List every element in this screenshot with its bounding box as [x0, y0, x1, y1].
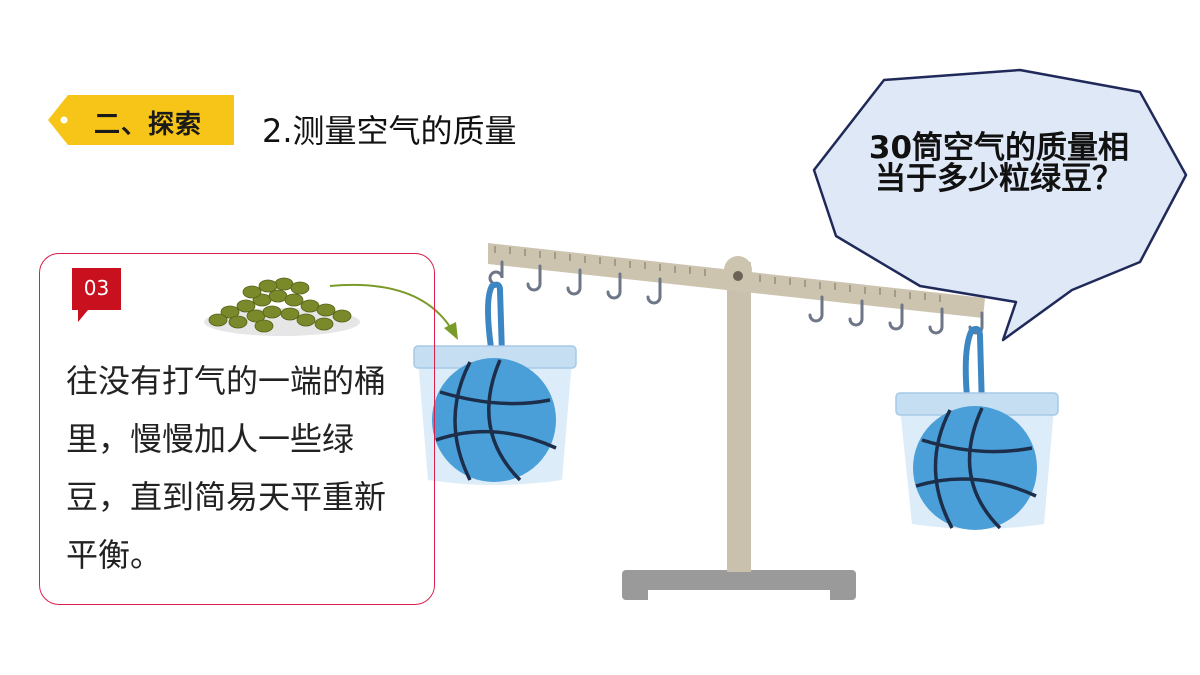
left-bucket — [413, 281, 577, 485]
step-card — [39, 253, 435, 605]
speech-bubble-shape — [812, 68, 1188, 342]
section-tag-label: 二、探索 — [94, 110, 203, 140]
scale-pillar — [727, 262, 751, 572]
mung-beans-illustration — [204, 277, 360, 336]
step-description: 往没有打气的一端的桶里，慢慢加人一些绿豆，直到简易天平重新平衡。 — [66, 362, 387, 574]
page-title: 2.测量空气的质量 — [262, 112, 517, 150]
basketball-icon — [913, 406, 1037, 530]
scale-hooks — [488, 260, 984, 335]
tag-shape — [48, 95, 234, 145]
right-bucket — [895, 325, 1059, 530]
basketball-icon — [432, 358, 556, 482]
section-tag: 二、探索 — [48, 95, 234, 145]
speech-bubble-text: 30筒空气的质量相当于多少粒绿豆？ — [868, 130, 1130, 197]
step-number-badge: 03 — [72, 268, 121, 322]
scale-beam — [488, 243, 985, 318]
step-number: 03 — [83, 276, 110, 300]
curved-arrow-icon — [329, 283, 458, 340]
scale-base — [622, 570, 856, 602]
